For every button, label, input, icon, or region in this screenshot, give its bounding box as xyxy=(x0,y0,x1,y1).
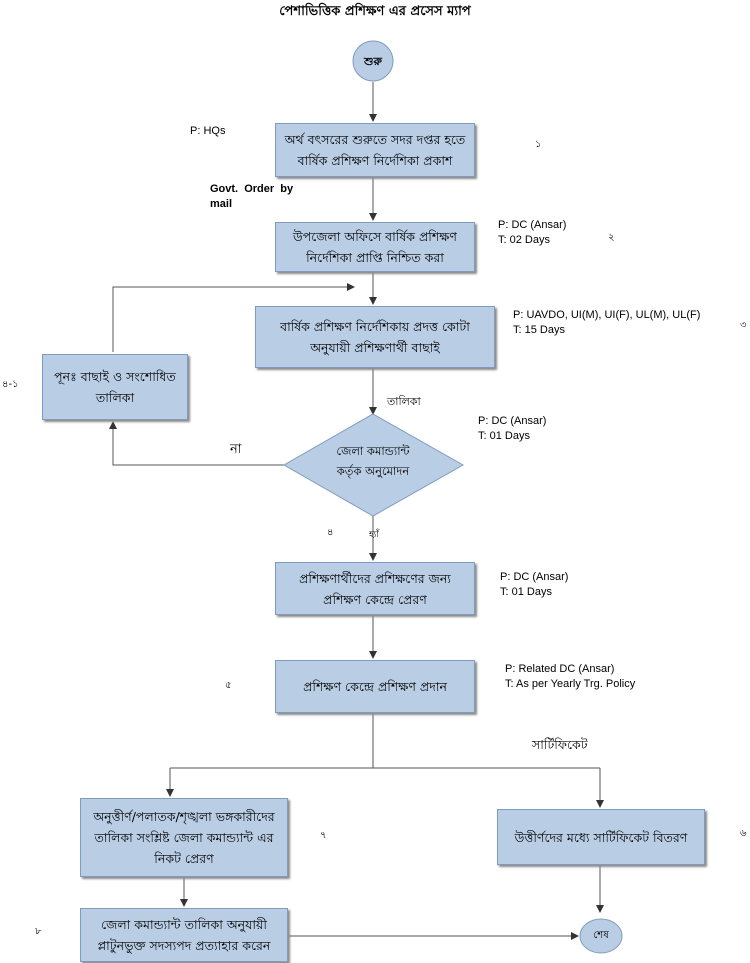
step-2-box: উপজেলা অফিসে বার্ষিক প্রশিক্ষণ নির্দেশিক… xyxy=(275,222,475,272)
step-number-4-1: ৪-১ xyxy=(2,379,19,390)
step-reselect-box: পূনঃ বাছাই ও সংশোধিত তালিকা xyxy=(42,354,188,420)
note-step-5: P: Related DC (Ansar) T: As per Yearly T… xyxy=(505,663,636,690)
note-decision: P: DC (Ansar) T: 01 Days xyxy=(478,415,547,442)
step-number-6: ৬ xyxy=(740,828,747,839)
step-number-3: ৩ xyxy=(740,320,747,331)
note-govt-order: Govt. Order by mail xyxy=(210,183,294,210)
page-title: পেশাভিত্তিক প্রশিক্ষণ এর প্রসেস ম্যাপ xyxy=(279,4,471,19)
start-label: শুরু xyxy=(364,55,382,68)
start-terminal xyxy=(352,40,394,82)
step-number-8: ৮ xyxy=(35,926,42,937)
label-no: না xyxy=(230,442,242,457)
step-7-box: অনুত্তীর্ণ/পলাতক/শৃঙ্খলা ভঙ্গকারীদের তাল… xyxy=(80,798,288,877)
step-number-5: ৫ xyxy=(225,680,232,691)
step-number-1: ১ xyxy=(535,139,542,150)
note-step-3: P: UAVDO, UI(M), UI(F), UL(M), UL(F) T: … xyxy=(513,309,701,336)
step-number-2: ২ xyxy=(608,232,615,243)
decision-diamond xyxy=(282,413,465,517)
step-8-box: জেলা কমান্ড্যান্ট তালিকা অনুযায়ী প্লাটু… xyxy=(80,908,288,962)
note-step-2: P: DC (Ansar) T: 02 Days xyxy=(498,219,567,246)
label-yes: হ্যাঁ xyxy=(369,530,379,540)
step-number-7: ৭ xyxy=(320,830,327,841)
step-4-box: প্রশিক্ষণার্থীদের প্রশিক্ষণের জন্য প্রশি… xyxy=(275,562,475,615)
end-label: শেষ xyxy=(593,930,609,941)
step-number-4: ৪ xyxy=(327,527,334,538)
step-3-box: বার্ষিক প্রশিক্ষণ নির্দেশিকায় প্রদত্ত ক… xyxy=(255,306,495,368)
label-list: তালিকা xyxy=(387,395,421,408)
note-step-4: P: DC (Ansar) T: 01 Days xyxy=(500,571,569,598)
end-terminal xyxy=(579,918,623,954)
note-step-1-person: P: HQs xyxy=(190,125,226,137)
label-certificate: সার্টিফিকেট xyxy=(532,737,588,752)
step-1-box: অর্থ বৎসরের শুরুতে সদর দপ্তর হতে বার্ষিক… xyxy=(275,123,475,177)
decision-text: জেলা কমান্ড্যান্ট কর্তৃক অনুমোদন xyxy=(336,444,410,478)
step-6-box: উত্তীর্ণদের মধ্যে সার্টিফিকেট বিতরণ xyxy=(497,809,705,865)
step-5-box: প্রশিক্ষণ কেন্দ্রে প্রশিক্ষণ প্রদান xyxy=(275,660,475,713)
